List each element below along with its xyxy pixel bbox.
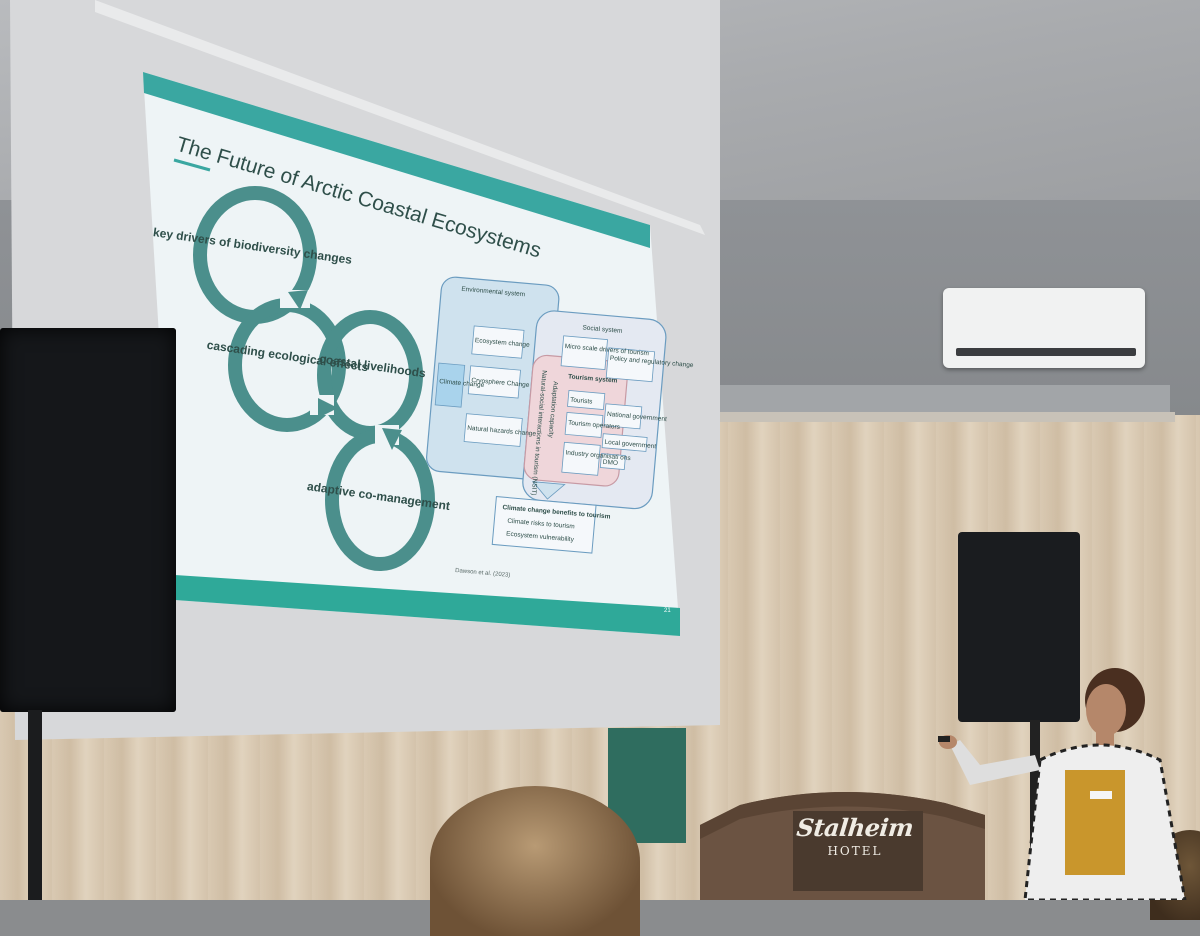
air-conditioner-vent: [956, 348, 1136, 356]
env-box-label-1: Ecosystem change: [475, 337, 531, 349]
curtain-rail: [695, 412, 1175, 422]
slide-citation: Dawson et al. (2023): [455, 568, 511, 579]
left-speaker-stand: [28, 710, 42, 900]
outcomes-box: [491, 496, 597, 554]
social-box-2: [605, 347, 656, 383]
presenter-jacket-pattern: [1023, 743, 1187, 900]
projection-screen: The Future of Arctic Coastal Ecosystems …: [10, 0, 720, 740]
system-diagram: Environmental system Social system Clima…: [426, 276, 694, 554]
arrow-head-1: [288, 290, 308, 310]
tourism-system-label: Tourism system: [568, 373, 618, 384]
right-speaker: [958, 532, 1080, 722]
presenter-face: [1086, 684, 1126, 736]
podium: [700, 791, 985, 900]
tourism-box-1: [567, 390, 606, 410]
presenter-shirt: [1065, 770, 1125, 875]
air-conditioner: [943, 288, 1145, 368]
podium-sign: Stalheim HOTEL: [795, 813, 915, 879]
slide-page-number: 21: [664, 608, 671, 614]
arrow-head-2: [318, 398, 338, 418]
social-box-1: [560, 335, 608, 370]
tourism-box-6: [599, 453, 626, 471]
tourism-box-label-1: Tourists: [570, 397, 594, 406]
presenter-remote: [938, 736, 950, 742]
env-box-2: [467, 365, 521, 399]
tourism-box-label-2: Tourism operators: [568, 420, 621, 432]
presenter-neck: [1096, 730, 1114, 748]
social-system-label: Social system: [582, 324, 623, 334]
podium-sign-name: Stalheim: [795, 813, 915, 842]
climate-change-box: [434, 362, 466, 408]
env-box-1: [471, 325, 525, 359]
env-box-3: [463, 413, 523, 447]
title-underline: [173, 158, 211, 172]
tourism-box-5: [601, 433, 648, 452]
tourism-box-2: [564, 411, 604, 438]
podium-sign-sub: HOTEL: [827, 844, 883, 858]
presenter-arm: [950, 740, 1040, 785]
left-speaker: [0, 328, 176, 712]
audience-member-head: [430, 786, 640, 936]
slide-top-band: [143, 72, 650, 248]
screen-housing: [95, 0, 705, 235]
tourism-box-label-6: DMO: [603, 459, 619, 467]
presenter: [938, 668, 1187, 900]
down-arrow: [531, 481, 566, 500]
climate-change-label: Climate change: [439, 378, 485, 389]
podium-plaque: [793, 811, 923, 891]
tourism-box-3: [561, 441, 601, 476]
slide-bottom-band: [175, 575, 680, 636]
podium-trim: [700, 791, 985, 839]
arrow-head-3: [382, 428, 402, 450]
tourism-box-label-5: Local government: [604, 439, 656, 450]
presenter-name-badge: [1090, 791, 1112, 799]
tourism-box-4: [603, 403, 643, 430]
vertical-label-2: Adaptation capacity: [547, 381, 559, 439]
